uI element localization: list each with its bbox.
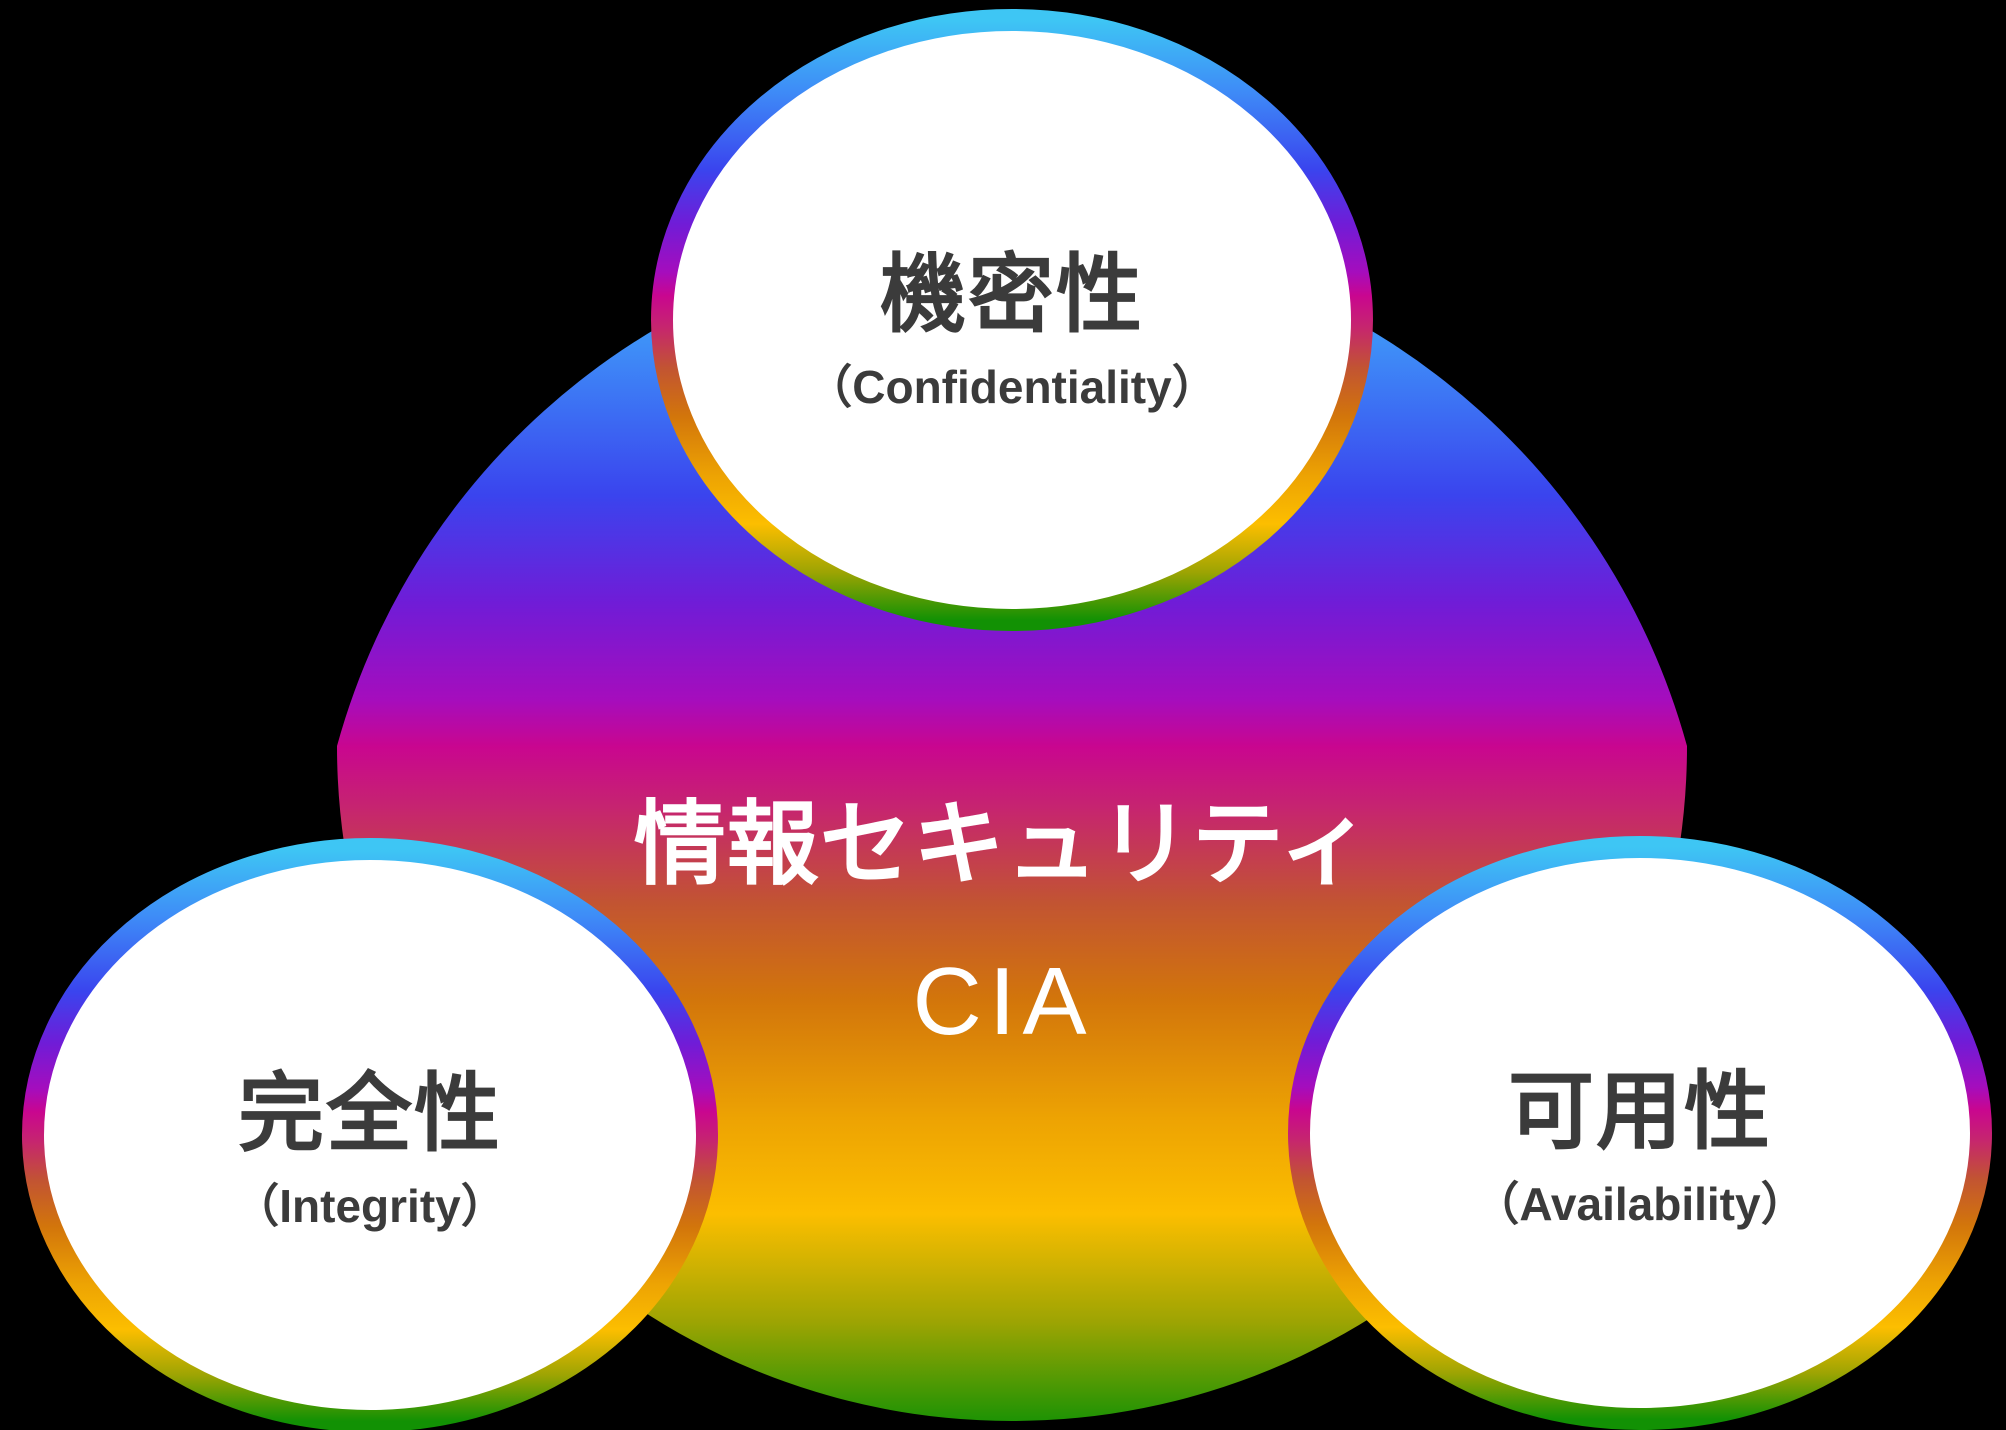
node-integrity-circle <box>22 838 718 1430</box>
node-availability-circle <box>1288 836 1992 1430</box>
node-confidentiality-circle <box>651 9 1373 631</box>
